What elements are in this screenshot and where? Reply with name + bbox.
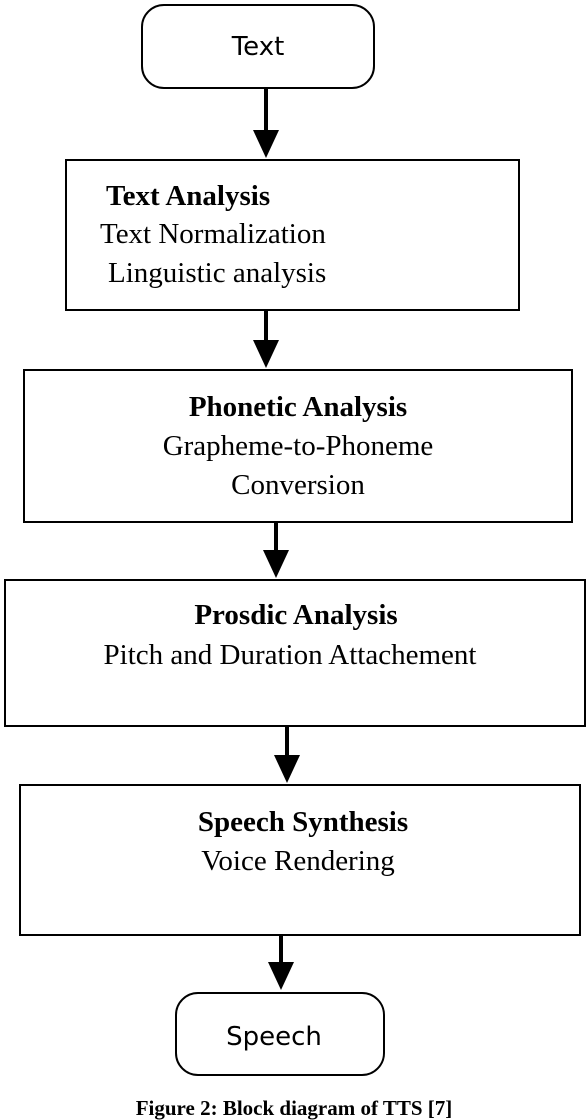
arrow-start-to-text-analysis — [253, 88, 279, 158]
start-terminal: Text — [141, 4, 375, 89]
end-terminal-label: Speech — [226, 1022, 322, 1052]
stage-text-analysis-line-1: Text Normalization — [100, 218, 326, 250]
stage-speech-synthesis: Speech Synthesis Voice Rendering — [19, 784, 581, 936]
stage-speech-synthesis-box — [19, 784, 581, 936]
stage-text-analysis: Text Analysis Text Normalization Linguis… — [65, 159, 520, 311]
stage-phonetic-analysis-line-1: Grapheme-to-Phoneme — [163, 430, 434, 462]
start-terminal-shape — [141, 4, 375, 89]
stage-text-analysis-title: Text Analysis — [106, 180, 270, 212]
stage-phonetic-analysis-box — [23, 369, 573, 523]
figure-caption: Figure 2: Block diagram of TTS [7] — [135, 1096, 453, 1120]
stage-phonetic-analysis: Phonetic Analysis Grapheme-to-Phoneme Co… — [23, 369, 573, 523]
stage-speech-synthesis-line-1: Voice Rendering — [201, 845, 395, 877]
stage-prosodic-analysis: Prosdic Analysis Pitch and Duration Atta… — [4, 579, 586, 727]
end-terminal-shape — [175, 992, 385, 1076]
stage-text-analysis-line-2: Linguistic analysis — [108, 257, 326, 289]
arrow-synthesis-to-end — [268, 935, 294, 990]
stage-text-analysis-box — [65, 159, 520, 311]
stage-phonetic-analysis-title: Phonetic Analysis — [189, 391, 407, 423]
arrow-prosodic-to-synthesis — [274, 726, 300, 783]
arrow-phonetic-to-prosodic — [263, 522, 289, 578]
stage-prosodic-analysis-line-1: Pitch and Duration Attachement — [104, 639, 477, 671]
end-terminal: Speech — [175, 992, 385, 1076]
start-terminal-label: Text — [231, 32, 285, 62]
stage-prosodic-analysis-box — [4, 579, 586, 727]
stage-phonetic-analysis-line-2: Conversion — [231, 469, 365, 501]
arrow-text-to-phonetic — [253, 310, 279, 368]
tts-block-diagram: Text Text Analysis Text Normalization Li… — [4, 4, 586, 1076]
stage-prosodic-analysis-title: Prosdic Analysis — [194, 599, 397, 631]
stage-speech-synthesis-title: Speech Synthesis — [198, 806, 408, 838]
